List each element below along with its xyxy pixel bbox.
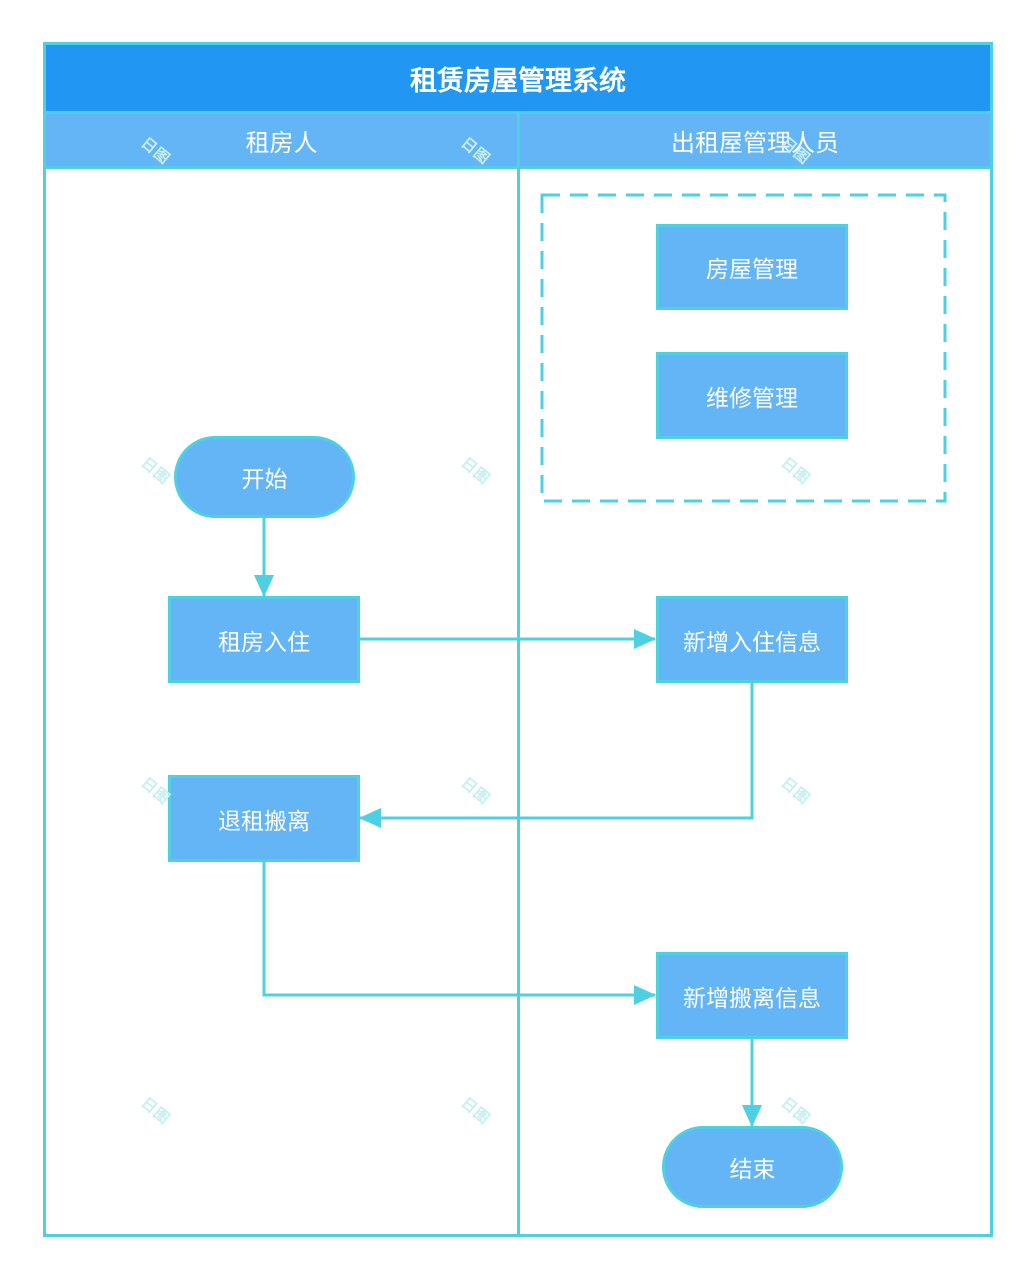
- node-rent-checkin[interactable]: 租房入住: [168, 596, 360, 683]
- node-start[interactable]: 开始: [174, 436, 355, 518]
- node-checkout[interactable]: 退租搬离: [168, 775, 360, 862]
- node-end[interactable]: 结束: [662, 1126, 843, 1208]
- admin-group-box: [540, 193, 947, 503]
- lane-header-tenant: 租房人: [46, 114, 517, 169]
- lane-divider: [517, 114, 520, 1234]
- edge-add-info-to-checkout: [359, 682, 754, 828]
- diagram-title: 租赁房屋管理系统: [46, 45, 990, 114]
- node-repair-management[interactable]: 维修管理: [656, 352, 848, 439]
- edge-checkout-to-add-leave: [262, 861, 656, 1005]
- node-house-management[interactable]: 房屋管理: [656, 224, 848, 310]
- node-add-checkin-info[interactable]: 新增入住信息: [656, 596, 848, 683]
- diagram-frame: [43, 42, 993, 1237]
- lane-header-manager: 出租屋管理人员: [520, 114, 990, 169]
- node-add-checkout-info[interactable]: 新增搬离信息: [656, 952, 848, 1039]
